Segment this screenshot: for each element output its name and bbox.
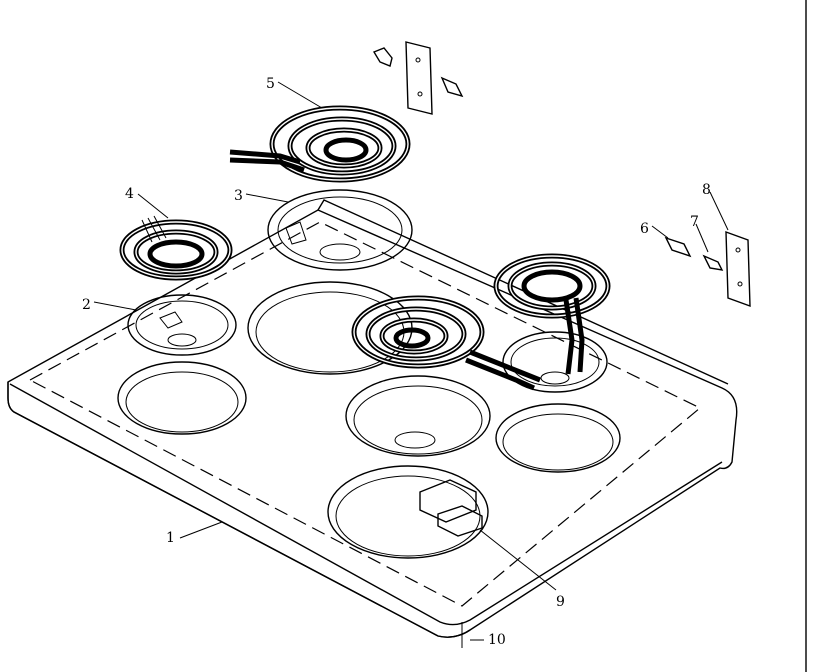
callout-7: 7	[690, 214, 699, 230]
leader-2	[93, 301, 137, 311]
leader-8	[709, 191, 729, 231]
drip-pan-right-center	[345, 375, 491, 457]
receptacle-9	[419, 479, 483, 537]
leader-9	[479, 529, 557, 591]
coil-element-right	[493, 253, 611, 375]
screw-7	[702, 254, 724, 271]
trim-ring-right	[502, 331, 608, 393]
callout-9: 9	[556, 594, 565, 610]
coil-element-center	[351, 295, 541, 391]
drip-pan-right-front	[495, 403, 621, 473]
coil-element-5	[229, 105, 411, 183]
leader-4	[137, 193, 169, 219]
callout-8: 8	[702, 182, 711, 198]
mounting-bracket-top	[372, 41, 464, 115]
leader-5	[277, 81, 323, 109]
drip-pan-front	[327, 465, 489, 559]
cooktop-body	[7, 199, 738, 638]
leader-3	[245, 193, 289, 203]
callout-3: 3	[234, 188, 243, 204]
terminal-block-8	[725, 230, 751, 308]
leader-1	[179, 521, 223, 539]
trim-ring-3	[267, 189, 413, 271]
drip-pan-left-front	[117, 361, 247, 435]
callout-10: 10	[488, 632, 506, 648]
coil-element-4	[119, 215, 233, 281]
bracket-6	[664, 236, 692, 258]
leader-6	[651, 225, 669, 239]
callout-1: 1	[166, 530, 175, 546]
trim-ring-2	[127, 294, 237, 356]
callout-4: 4	[125, 186, 134, 202]
callout-5: 5	[266, 76, 275, 92]
leader-lines	[93, 81, 729, 648]
leader-7	[695, 223, 709, 253]
callout-6: 6	[640, 221, 649, 237]
callout-2: 2	[82, 297, 91, 313]
